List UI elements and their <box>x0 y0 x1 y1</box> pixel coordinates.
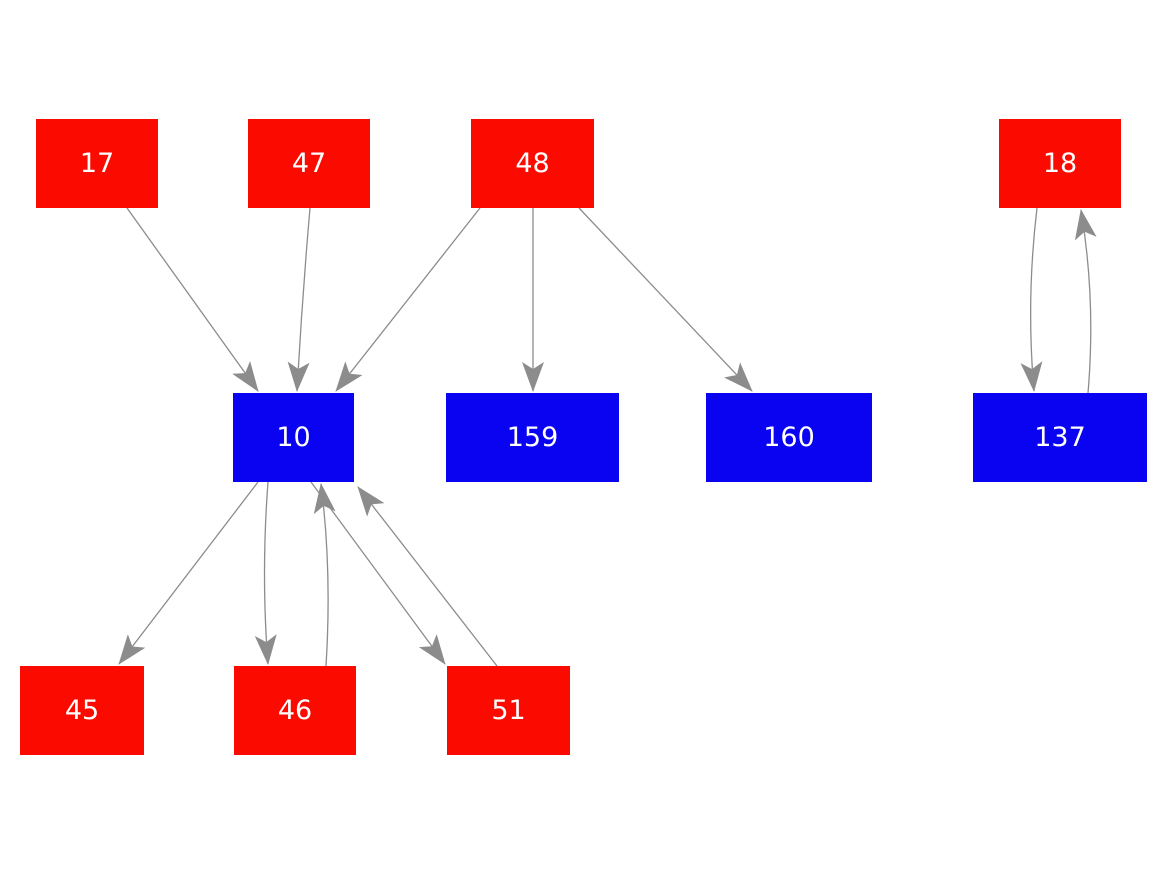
edge-51-to-10 <box>357 486 498 667</box>
graph-node-45: 45 <box>20 666 144 755</box>
edge-10-to-45 <box>118 481 259 665</box>
graph-node-48: 48 <box>471 119 594 208</box>
edge-47-to-10 <box>287 207 311 392</box>
edge-10-to-51 <box>310 481 446 665</box>
graph-node-46: 46 <box>234 666 356 755</box>
graph-node-18: 18 <box>999 119 1121 208</box>
edge-10-to-46 <box>254 481 277 665</box>
edge-46-to-10 <box>313 483 336 667</box>
graph-node-51: 51 <box>447 666 570 755</box>
edge-18-to-137 <box>1020 207 1043 392</box>
graph-node-159: 159 <box>446 393 619 482</box>
edge-17-to-10 <box>126 207 259 392</box>
edge-48-to-10 <box>335 207 481 392</box>
graph-node-137: 137 <box>973 393 1147 482</box>
graph-node-47: 47 <box>248 119 370 208</box>
edge-137-to-18 <box>1074 209 1097 394</box>
graph-node-160: 160 <box>706 393 872 482</box>
edge-48-to-160 <box>578 207 753 392</box>
graph-node-10: 10 <box>233 393 354 482</box>
graph-node-17: 17 <box>36 119 158 208</box>
